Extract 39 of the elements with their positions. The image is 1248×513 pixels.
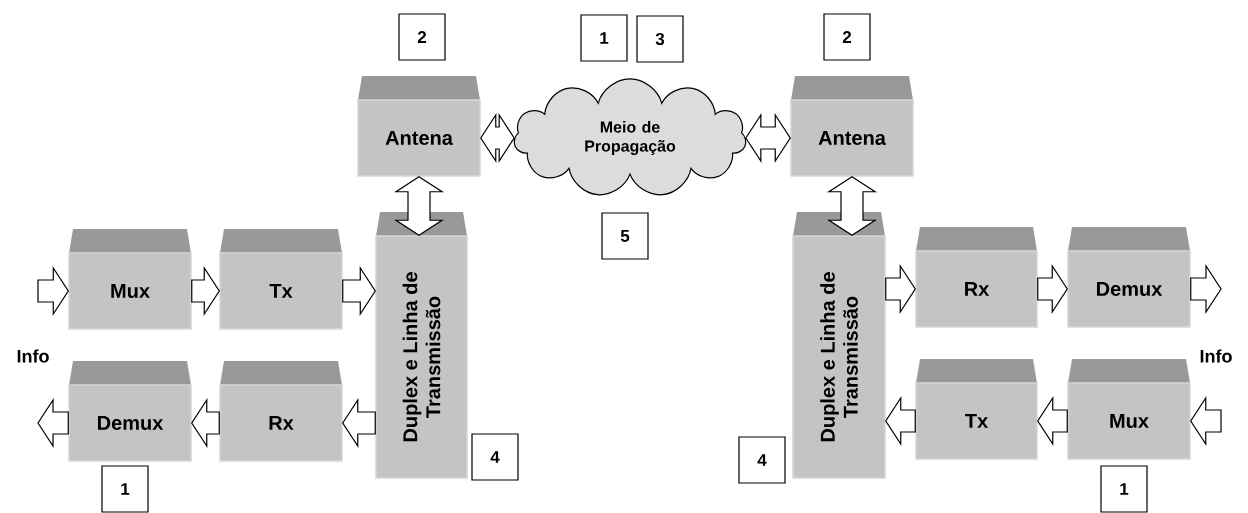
callout-number: 1 <box>101 465 149 513</box>
block-arrow <box>1190 395 1222 446</box>
process-box: Rx <box>915 227 1038 328</box>
block-arrow <box>480 113 515 163</box>
process-box: Rx <box>219 361 343 462</box>
process-box: Tx <box>219 229 343 330</box>
block-arrow <box>37 397 69 448</box>
process-box: Mux <box>1067 359 1191 460</box>
block-arrow <box>191 397 220 448</box>
block-arrow <box>1037 264 1068 314</box>
block-arrow <box>1037 395 1068 446</box>
block-arrow <box>885 395 916 446</box>
block-arrow <box>1190 264 1222 314</box>
callout-number: 2 <box>823 13 871 61</box>
process-box: Demux <box>68 361 192 462</box>
callout-number: 5 <box>601 212 649 260</box>
callout-number: 1 <box>580 14 628 62</box>
process-box: Duplex e Linha de Transmissão <box>375 212 468 479</box>
process-box: Antena <box>357 76 481 177</box>
block-arrow <box>745 113 791 163</box>
callout-number: 3 <box>636 15 684 63</box>
callout-number: 4 <box>738 436 786 484</box>
side-label: Info <box>17 349 49 363</box>
block-arrow <box>827 176 877 236</box>
block-arrow <box>885 264 916 314</box>
block-arrow <box>342 265 376 316</box>
process-box: Mux <box>68 229 192 330</box>
callout-number: 1 <box>1100 465 1148 513</box>
process-box: Demux <box>1067 227 1191 328</box>
block-arrow <box>394 176 445 236</box>
block-arrow <box>37 265 69 316</box>
callout-number: 2 <box>398 13 446 61</box>
process-box: Tx <box>915 359 1038 460</box>
process-box: Antena <box>790 76 914 177</box>
block-arrow <box>191 265 220 316</box>
block-arrow <box>342 397 376 448</box>
side-label: Info <box>1200 349 1232 363</box>
process-box: Duplex e Linha de Transmissão <box>792 212 886 479</box>
callout-number: 4 <box>471 433 519 481</box>
